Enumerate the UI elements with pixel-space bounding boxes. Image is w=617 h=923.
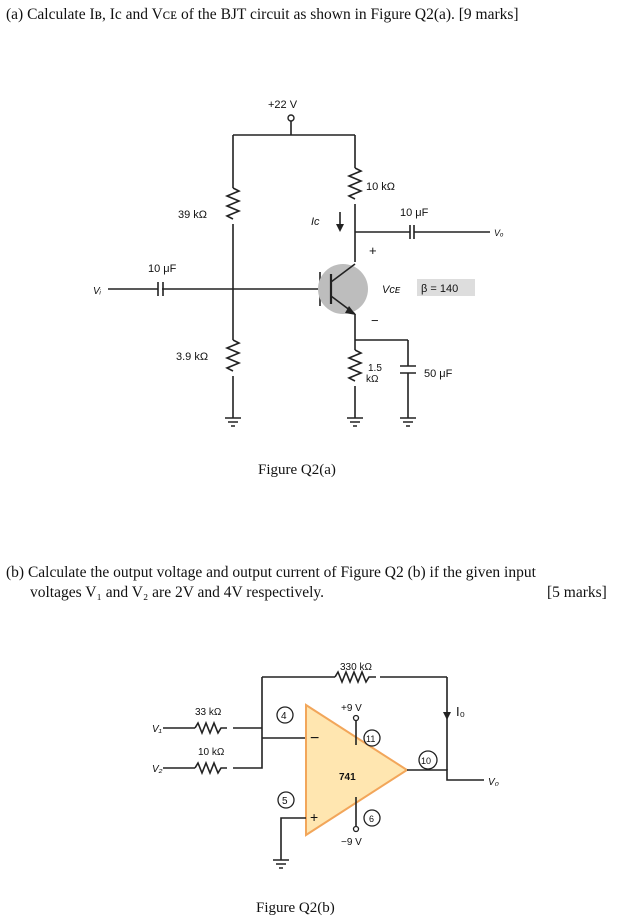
question-b-line2: voltages V₁ and V₂ are 2V and 4V respect… (30, 584, 325, 601)
beta-label: β = 140 (421, 283, 458, 295)
resistor-10k (346, 167, 364, 200)
question-b-line1: (b) Calculate the output voltage and out… (6, 564, 536, 581)
r-collector-label: 10 kΩ (366, 181, 395, 193)
vce-label: Vᴄᴇ (382, 284, 401, 296)
resistor-3k9 (224, 339, 242, 372)
ic-label: Ic (311, 216, 320, 228)
question-b-marks: [5 marks] (547, 584, 607, 601)
vce-minus: − (371, 313, 379, 328)
figure-a-caption: Figure Q2(a) (258, 462, 336, 478)
c-emitter-label: 50 μF (424, 368, 453, 380)
figure-b-caption: Figure Q2(b) (256, 900, 335, 916)
bjt-transistor (318, 264, 368, 314)
r-emitter-1: 1.5 (368, 363, 382, 374)
r-emitter-2: kΩ (366, 374, 379, 385)
resistor-39k (224, 187, 242, 220)
vce-plus: + (369, 243, 377, 258)
resistor-1k5 (346, 349, 364, 382)
supply-label: +22 V (268, 99, 298, 111)
r-top-label: 39 kΩ (178, 209, 207, 221)
vo-label: Vₒ (494, 228, 504, 238)
r-bottom-label: 3.9 kΩ (176, 351, 208, 363)
c-in-label: 10 μF (148, 263, 177, 275)
vi-label: Vᵢ (93, 286, 102, 297)
question-a-text: (a) Calculate Iʙ, Ic and Vᴄᴇ of the BJT … (6, 6, 519, 23)
c-out-label: 10 μF (400, 207, 429, 219)
